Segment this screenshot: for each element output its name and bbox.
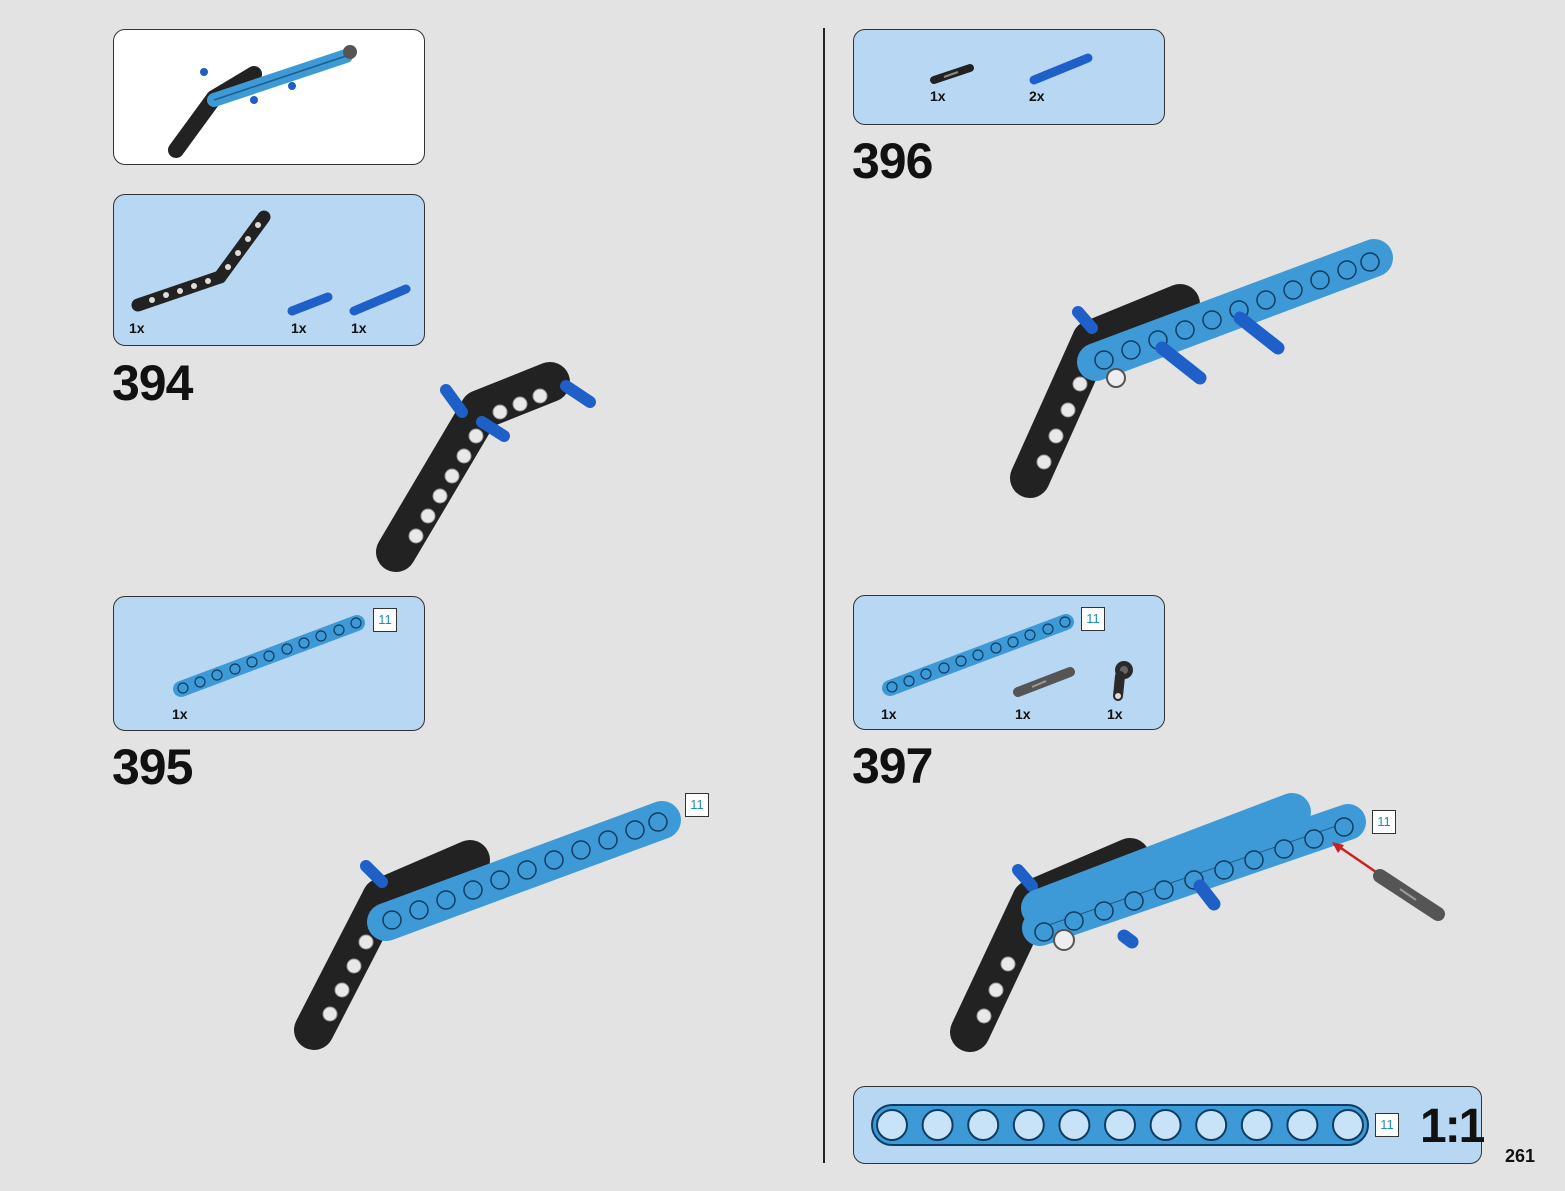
part-qty: 2x (1029, 88, 1045, 104)
blue-pin-long-icon (349, 284, 411, 316)
scale-label: 1:1 (1420, 1100, 1485, 1153)
liftarm-hole (1240, 1109, 1273, 1141)
part-qty: 1x (172, 706, 188, 722)
blue-pin-long-icon (1029, 53, 1093, 85)
step-397-model (950, 793, 1445, 1052)
length-badge: 11 (1081, 607, 1105, 631)
liftarm-hole (1058, 1109, 1091, 1141)
step-396-model (1010, 239, 1393, 498)
part-qty: 1x (1107, 706, 1123, 722)
part-qty: 1x (881, 706, 897, 722)
scale-reference-box: 11 1:1 (853, 1086, 1485, 1164)
page-number: 261 (1504, 1146, 1535, 1166)
length-badge: 11 (1375, 1113, 1399, 1137)
liftarm-hole (1149, 1109, 1182, 1141)
liftarm-11-blue-icon (173, 615, 365, 697)
parts-callout-395: 1x 11 (113, 596, 425, 731)
liftarm-11-blue-icon (882, 614, 1074, 696)
part-qty: 1x (291, 320, 307, 336)
page-divider (823, 28, 825, 1163)
length-badge: 11 (685, 793, 709, 817)
step-number-396: 396 (852, 133, 933, 189)
liftarm-hole (967, 1109, 1000, 1141)
part-qty: 1x (129, 320, 145, 336)
submodel-callout (113, 29, 425, 165)
blue-pin-short-icon (287, 292, 333, 316)
step-number-397: 397 (852, 738, 933, 794)
liftarm-hole (876, 1109, 908, 1141)
length-badge: 11 (1372, 810, 1396, 834)
liftarm-hole (1195, 1109, 1228, 1141)
step-number-395: 395 (112, 739, 193, 795)
liftarm-hole (1104, 1109, 1136, 1141)
step-394-model (376, 362, 596, 572)
black-axle-pin-icon (930, 64, 974, 84)
part-qty: 1x (351, 320, 367, 336)
parts-callout-397: 1x 1x 1x 11 (853, 595, 1165, 730)
liftarm-hole (1286, 1109, 1319, 1141)
parts-callout-394: 1x 1x 1x (113, 194, 425, 346)
liftarm-11-actual-size-icon (871, 1104, 1369, 1146)
bent-liftarm-black-icon (131, 210, 271, 312)
liftarm-hole (1332, 1109, 1364, 1141)
gray-axle-pin-icon (1013, 667, 1075, 697)
step-395-model (294, 801, 681, 1050)
bent-arm-assembly-icon (168, 45, 357, 158)
part-qty: 1x (930, 88, 946, 104)
liftarm-hole (921, 1109, 954, 1141)
black-connector-icon (1113, 661, 1133, 701)
length-badge: 11 (373, 608, 397, 632)
liftarm-hole (1012, 1109, 1045, 1141)
parts-callout-396: 1x 2x (853, 29, 1165, 125)
part-qty: 1x (1015, 706, 1031, 722)
step-number-394: 394 (112, 355, 193, 411)
